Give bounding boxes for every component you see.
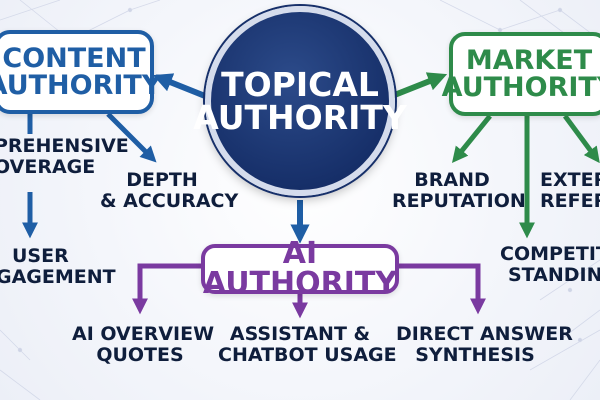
leaf-brand-reputation: BRAND REPUTATION xyxy=(392,169,526,212)
leaf-ai-overview-quotes: AI OVERVIEW QUOTES xyxy=(72,323,215,366)
center-line-2: AUTHORITY xyxy=(193,98,407,137)
arrow-center-to-content xyxy=(152,73,212,101)
leaf-assistant-chatbot-usage: ASSISTANT & CHATBOT USAGE xyxy=(218,323,397,366)
content-authority-line-1: CONTENT xyxy=(2,43,146,74)
topical-authority-node: TOPICAL AUTHORITY xyxy=(193,6,407,196)
market-authority-line-2: AUTHORITY xyxy=(441,72,600,103)
leaf-direct-answer-synthesis: DIRECT ANSWER SYNTHESIS xyxy=(396,323,573,366)
content-authority-line-2: AUTHORITY xyxy=(0,70,162,101)
arrow-ai-to-direct xyxy=(399,263,487,315)
content-authority-node: CONTENT AUTHORITY xyxy=(0,30,161,114)
leaf-competitor-standing: COMPETITO STANDIN xyxy=(500,243,600,286)
market-authority-node: MARKET AUTHORITY xyxy=(442,32,600,116)
ai-authority-label: AI AUTHORITY xyxy=(202,236,398,301)
leaf-user-engagement: USER GAGEMENT xyxy=(0,245,116,288)
leaf-comprehensive-coverage: PREHENSIVE OVERAGE xyxy=(0,135,129,178)
arrow-content-to-depth xyxy=(106,112,157,163)
leaf-depth-accuracy: DEPTH & ACCURACY xyxy=(100,169,239,212)
arrow-market-to-brand xyxy=(451,114,492,163)
center-line-1: TOPICAL xyxy=(221,65,379,104)
ai-authority-node: AI AUTHORITY xyxy=(201,239,399,299)
arrow-market-to-external xyxy=(562,114,600,164)
market-authority-line-1: MARKET xyxy=(465,45,593,76)
arrow-ai-to-overview xyxy=(131,263,201,315)
arrow-center-to-market xyxy=(390,72,448,99)
